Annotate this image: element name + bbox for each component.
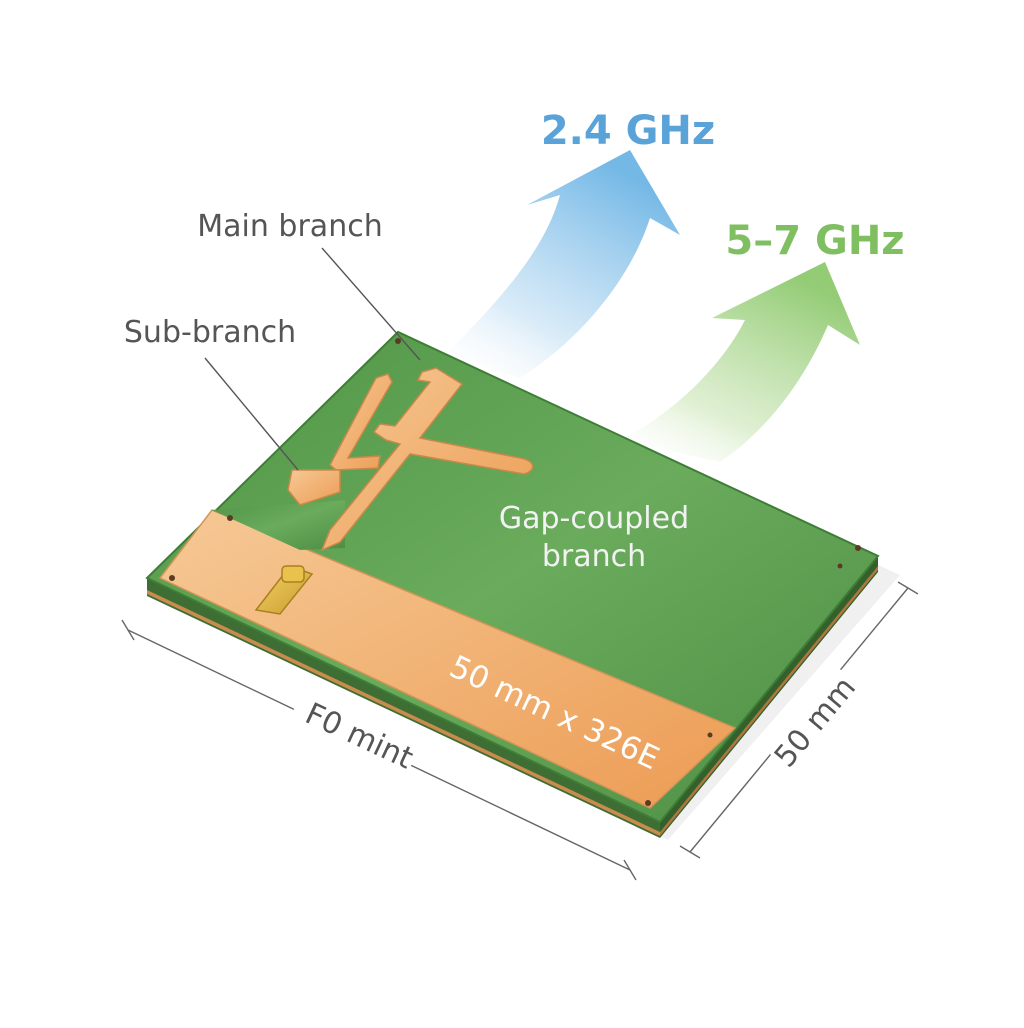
leader-main-branch bbox=[321, 247, 421, 361]
label-main-branch: Main branch bbox=[197, 209, 382, 244]
dim-label-bg-depth bbox=[764, 665, 866, 775]
main-branch-trace bbox=[320, 367, 534, 552]
feed-connector bbox=[254, 565, 314, 615]
label-gap-coupled-2: branch bbox=[542, 539, 646, 574]
leader-sub-branch bbox=[204, 357, 299, 471]
antenna-traces bbox=[287, 367, 534, 552]
pcb-copper-edge bbox=[147, 590, 660, 836]
mounting-holes bbox=[169, 338, 861, 806]
arrow-5-7ghz bbox=[620, 262, 860, 462]
arrow-2-4ghz bbox=[445, 150, 680, 378]
label-gap-coupled-1: Gap-coupled bbox=[499, 501, 689, 536]
pcb-copper-edge-right bbox=[660, 566, 878, 836]
gap-stub-trace bbox=[287, 469, 341, 506]
band-label-2-4ghz: 2.4 GHz bbox=[541, 108, 715, 154]
band-label-5-7ghz: 5–7 GHz bbox=[725, 218, 904, 264]
sub-branch-trace bbox=[329, 373, 393, 471]
ground-plane-notch bbox=[212, 500, 345, 550]
pcb-board bbox=[145, 330, 880, 824]
dim-label-bg-width bbox=[286, 684, 424, 780]
label-sub-branch: Sub-branch bbox=[124, 315, 296, 350]
